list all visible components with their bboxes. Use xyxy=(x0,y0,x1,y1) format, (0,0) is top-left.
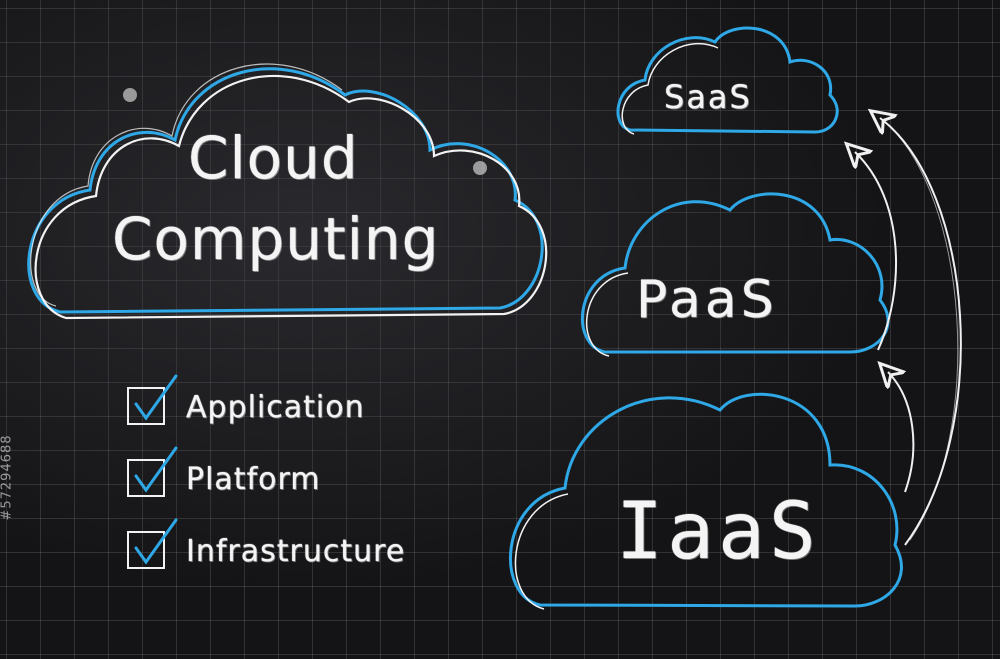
arrow-paas-to-saas xyxy=(855,152,898,351)
sparkle-highlights xyxy=(123,88,487,175)
checkbox-1 xyxy=(127,446,178,497)
checkbox-0 xyxy=(127,374,178,425)
checklist-item-application: Application xyxy=(186,390,365,425)
checkbox-2 xyxy=(127,518,178,569)
stock-watermark: #57294688 xyxy=(0,434,15,521)
layer-arrows xyxy=(855,118,962,546)
main-title-line2: Computing xyxy=(112,205,440,273)
checklist-item-platform: Platform xyxy=(186,462,321,497)
iaas-label: IaaS xyxy=(616,487,820,577)
checklist-boxes xyxy=(127,374,178,569)
arrow-iaas-to-saas xyxy=(880,118,962,546)
iaas-cloud-shape xyxy=(509,392,903,610)
paas-label: PaaS xyxy=(636,270,778,330)
arrow-iaas-to-paas xyxy=(888,372,915,493)
saas-label: SaaS xyxy=(664,78,752,116)
checklist-item-infrastructure: Infrastructure xyxy=(186,534,406,569)
main-cloud-shape xyxy=(27,63,548,320)
main-title-line1: Cloud xyxy=(188,124,359,192)
paas-cloud-shape xyxy=(581,192,890,357)
saas-cloud-shape xyxy=(616,26,839,135)
